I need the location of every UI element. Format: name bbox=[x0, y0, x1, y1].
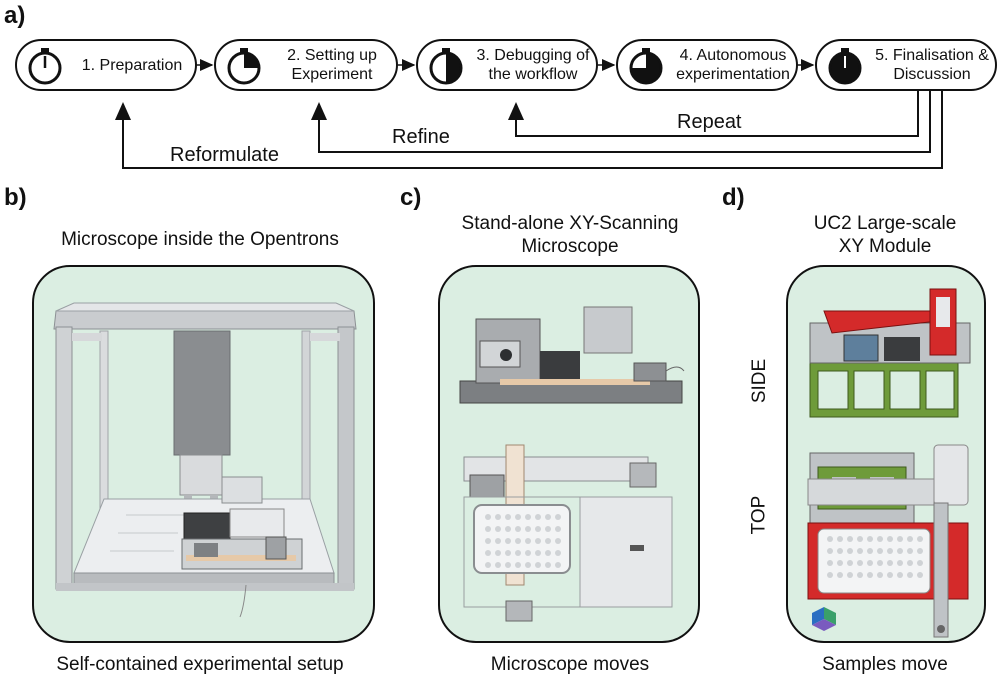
side-view-label: SIDE bbox=[749, 358, 771, 404]
workflow-connectors bbox=[115, 59, 943, 169]
uc2-logo bbox=[812, 607, 836, 631]
reformulate-loop-arrow bbox=[115, 91, 943, 169]
uc2-well-plate-wells bbox=[827, 536, 923, 578]
workflow-step-5: 5. Finalisation & Discussion bbox=[815, 39, 997, 91]
reformulate-label: Reformulate bbox=[170, 144, 279, 166]
panel-c-letter: c) bbox=[400, 184, 422, 211]
uc2-xy-module-illustration bbox=[807, 288, 971, 638]
panel-d-letter: d) bbox=[722, 184, 745, 211]
panel-c-title: Stand-alone XY-Scanning Microscope bbox=[461, 213, 679, 257]
repeat-loop-arrow bbox=[508, 91, 919, 137]
workflow-step-1: 1. Preparation bbox=[15, 39, 197, 91]
step-label: 4. Autonomous experimentation bbox=[676, 47, 790, 83]
step-label: 3. Debugging of the workflow bbox=[476, 47, 590, 83]
panel-b-image-frame bbox=[32, 265, 375, 643]
workflow-step-4: 4. Autonomous experimentation bbox=[616, 39, 798, 91]
xy-scanning-microscope-illustration bbox=[459, 306, 685, 622]
stopwatch-three-quarter-icon bbox=[629, 48, 663, 85]
panel-b-caption: Self-contained experimental setup bbox=[56, 654, 344, 675]
top-view-label: TOP bbox=[748, 495, 770, 535]
stopwatch-full-icon bbox=[828, 48, 862, 85]
panel-c-caption: Microscope moves bbox=[490, 654, 650, 675]
workflow-step-3: 3. Debugging of the workflow bbox=[416, 39, 598, 91]
opentrons-microscope-illustration bbox=[53, 302, 357, 618]
stopwatch-icon bbox=[28, 48, 62, 85]
well-plate-wells bbox=[485, 514, 561, 568]
repeat-label: Repeat bbox=[677, 111, 742, 133]
panel-d-title: UC2 Large-scale XY Module bbox=[813, 213, 957, 257]
panel-d-image-frame bbox=[786, 265, 986, 643]
workflow-step-2: 2. Setting up Experiment bbox=[214, 39, 398, 91]
panel-b-title: Microscope inside the Opentrons bbox=[61, 229, 339, 250]
panel-a-letter: a) bbox=[4, 2, 26, 29]
step-label: 1. Preparation bbox=[81, 56, 183, 74]
step-label: 5. Finalisation & Discussion bbox=[875, 47, 989, 83]
panel-b-letter: b) bbox=[4, 184, 27, 211]
panel-c-image-frame bbox=[438, 265, 700, 643]
refine-loop-arrow bbox=[311, 91, 931, 153]
refine-label: Refine bbox=[392, 126, 450, 148]
step-label: 2. Setting up Experiment bbox=[287, 47, 377, 83]
panel-d-caption: Samples move bbox=[822, 654, 948, 675]
stopwatch-half-icon bbox=[429, 48, 463, 85]
stopwatch-quarter-icon bbox=[227, 48, 261, 85]
